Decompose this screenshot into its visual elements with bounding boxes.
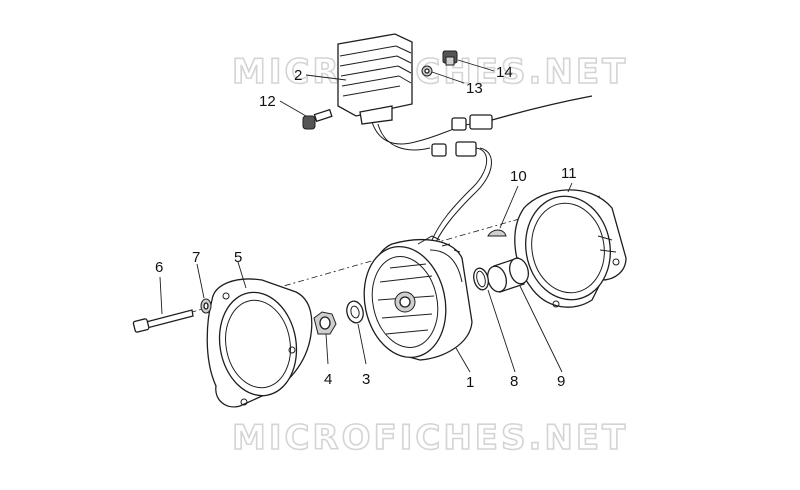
bush-9: [486, 257, 530, 293]
bolt-6: [132, 309, 194, 333]
callout-4: 4: [324, 371, 332, 388]
front-cover: [206, 278, 313, 408]
callout-10: 10: [510, 168, 527, 185]
stator-cable: [431, 147, 488, 241]
callout-14: 14: [496, 64, 513, 81]
callout-5: 5: [234, 249, 242, 266]
callout-3: 3: [362, 371, 370, 388]
clip-part: [442, 50, 458, 66]
spacer-3: [346, 300, 364, 324]
callout-6: 6: [155, 259, 163, 276]
callout-12: 12: [259, 93, 276, 110]
nut-4: [313, 311, 337, 335]
voltage-regulator: [337, 33, 413, 125]
harness-connectors: [431, 114, 493, 157]
key-10: [487, 229, 507, 237]
alternator-stator: [363, 235, 473, 361]
leader-lines: [159, 59, 573, 373]
callout-7: 7: [192, 249, 200, 266]
screw-12: [302, 108, 333, 130]
watermark-bottom: MICROFICHES.NET: [232, 418, 628, 458]
callout-1: 1: [466, 374, 474, 391]
callout-11: 11: [561, 165, 577, 182]
o-ring-8: [473, 267, 489, 291]
callout-8: 8: [510, 373, 518, 390]
callout-9: 9: [557, 373, 565, 390]
callout-2: 2: [294, 67, 302, 84]
output-cable: [491, 95, 593, 121]
rear-cover: [514, 189, 627, 308]
callout-13: 13: [466, 80, 483, 97]
